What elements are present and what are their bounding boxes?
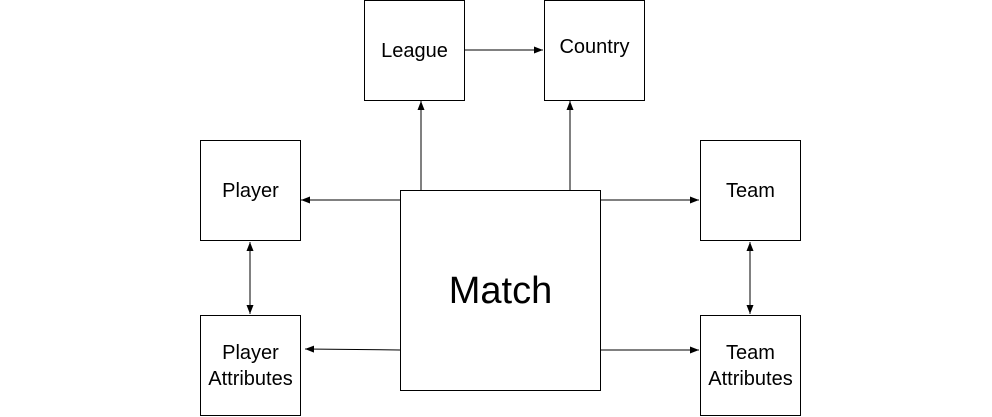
node-team: Team bbox=[700, 140, 801, 241]
node-team-attributes: Team Attributes bbox=[700, 315, 801, 416]
edge-match-player-attributes bbox=[304, 345, 401, 353]
node-player-attributes: Player Attributes bbox=[200, 315, 301, 416]
node-player: Player bbox=[200, 140, 301, 241]
node-match: Match bbox=[400, 190, 601, 391]
node-league: League bbox=[364, 0, 465, 101]
node-country: Country bbox=[544, 0, 645, 101]
